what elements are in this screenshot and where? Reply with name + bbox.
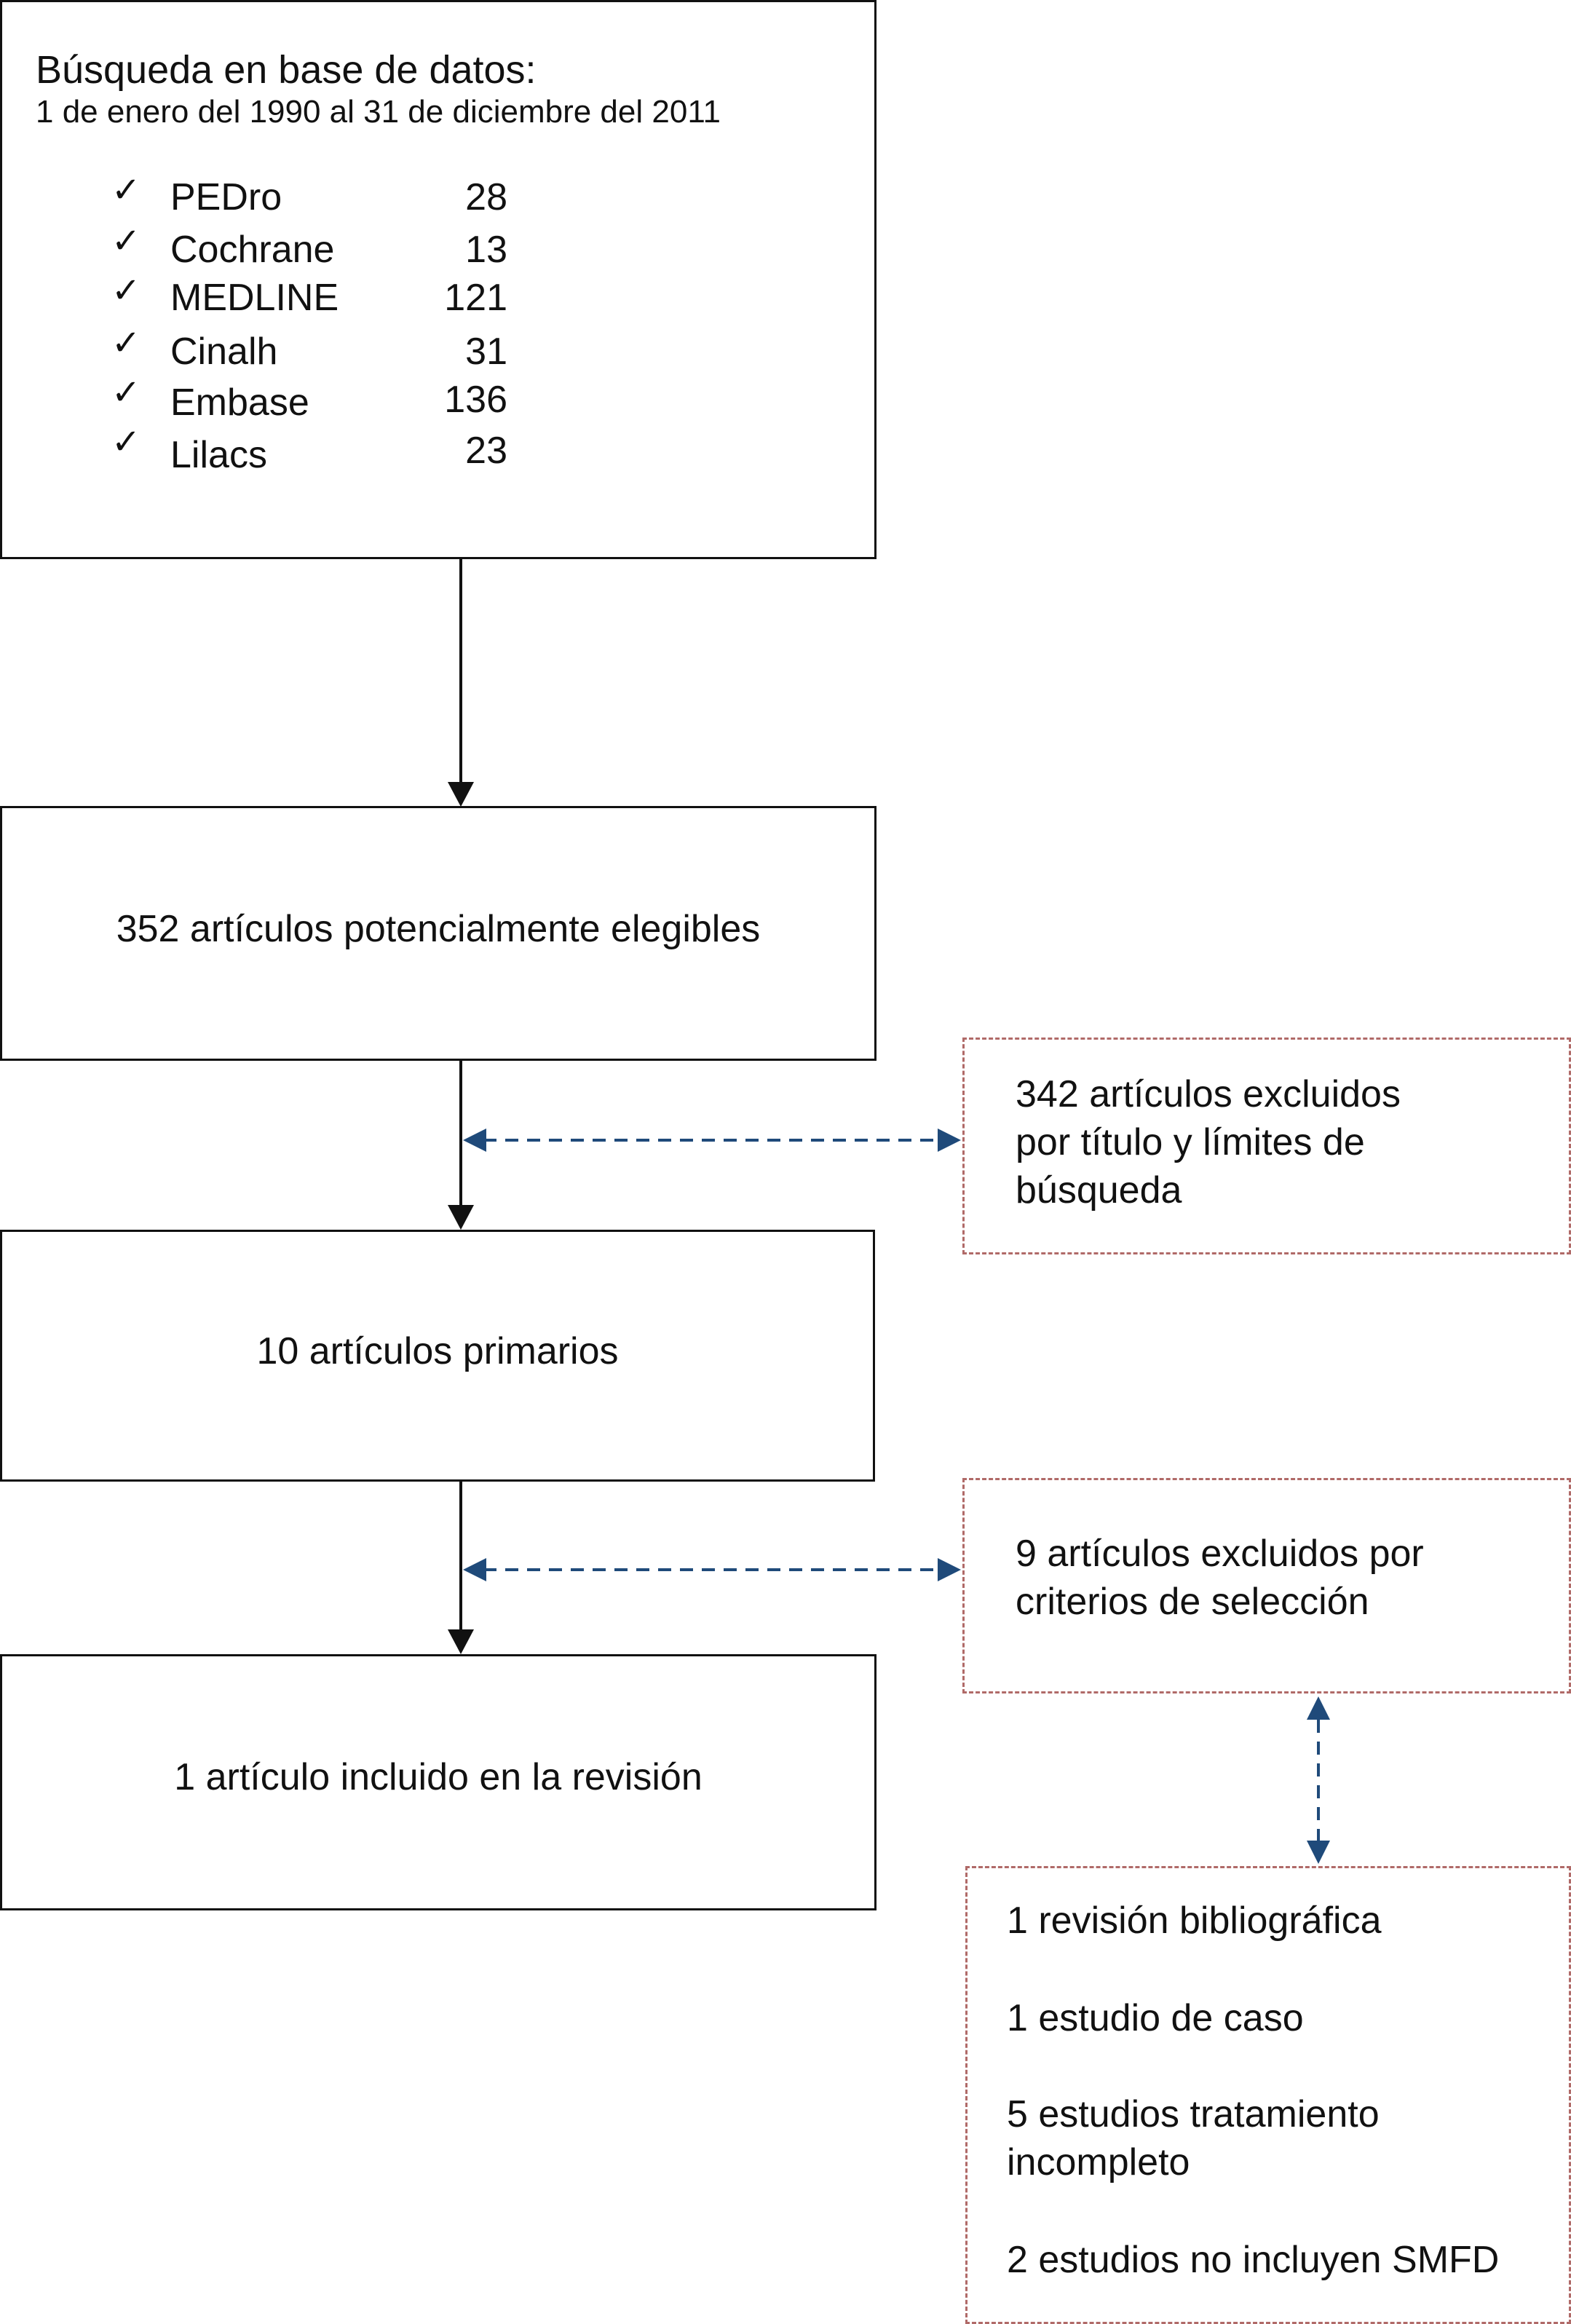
eligible-label: 352 artículos potencialmente elegibles [116, 908, 761, 950]
exclusion-title-line: 342 artículos excluidos [1016, 1073, 1401, 1115]
arrow-search-to-eligible [448, 558, 474, 807]
breakdown-item: 2 estudios no incluyen SMFD [1007, 2239, 1500, 2281]
check-icon: ✓ [111, 272, 141, 310]
breakdown-item: incompleto [1007, 2141, 1190, 2183]
database-name: Lilacs [170, 434, 267, 476]
exclusion-criteria-line: criterios de selección [1016, 1581, 1369, 1623]
database-name: MEDLINE [170, 277, 339, 319]
exclusion-criteria-line: 9 artículos excluidos por [1016, 1533, 1424, 1575]
check-icon: ✓ [111, 423, 141, 462]
database-count: 136 [444, 379, 507, 421]
dashed-arrow-exclusion-1 [463, 1129, 961, 1152]
primary-box: 10 artículos primarios [0, 1230, 875, 1482]
breakdown-item: 1 revisión bibliográfica [1007, 1900, 1382, 1942]
check-icon: ✓ [111, 222, 141, 261]
dashed-arrow-exclusion-2 [463, 1558, 961, 1581]
dashed-arrow-breakdown [1307, 1696, 1330, 1864]
included-label: 1 artículo incluido en la revisión [174, 1756, 703, 1798]
database-count: 121 [444, 277, 507, 319]
database-name: Embase [170, 382, 309, 424]
search-date-range: 1 de enero del 1990 al 31 de diciembre d… [36, 94, 721, 130]
exclusion-title-line: búsqueda [1016, 1169, 1182, 1212]
check-icon: ✓ [111, 324, 141, 363]
exclusion-box-criteria: 9 artículos excluidos por criterios de s… [962, 1478, 1571, 1693]
database-name: Cochrane [170, 229, 335, 271]
exclusion-criteria-text: 9 artículos excluidos por criterios de s… [1016, 1530, 1424, 1626]
included-box: 1 artículo incluido en la revisión [0, 1654, 876, 1910]
database-count: 13 [465, 229, 507, 271]
exclusion-box-title: 342 artículos excluidos por título y lím… [962, 1038, 1571, 1254]
database-name: Cinalh [170, 331, 278, 373]
exclusion-breakdown-box: 1 revisión bibliográfica 1 estudio de ca… [965, 1866, 1571, 2324]
primary-label: 10 artículos primarios [256, 1330, 619, 1372]
database-count: 31 [465, 331, 507, 373]
database-name: PEDro [170, 176, 282, 218]
arrow-eligible-to-primary [448, 1060, 474, 1230]
database-count: 23 [465, 430, 507, 472]
check-icon: ✓ [111, 171, 141, 210]
check-icon: ✓ [111, 374, 141, 412]
database-count: 28 [465, 176, 507, 218]
search-title: Búsqueda en base de datos: [36, 48, 537, 92]
arrow-primary-to-included [448, 1481, 474, 1654]
breakdown-item: 5 estudios tratamiento [1007, 2093, 1380, 2135]
breakdown-item: 1 estudio de caso [1007, 1997, 1304, 2039]
exclusion-title-line: por título y límites de [1016, 1121, 1365, 1163]
search-box: Búsqueda en base de datos: 1 de enero de… [0, 0, 876, 559]
eligible-box: 352 artículos potencialmente elegibles [0, 806, 876, 1061]
exclusion-title-text: 342 artículos excluidos por título y lím… [1016, 1070, 1401, 1214]
